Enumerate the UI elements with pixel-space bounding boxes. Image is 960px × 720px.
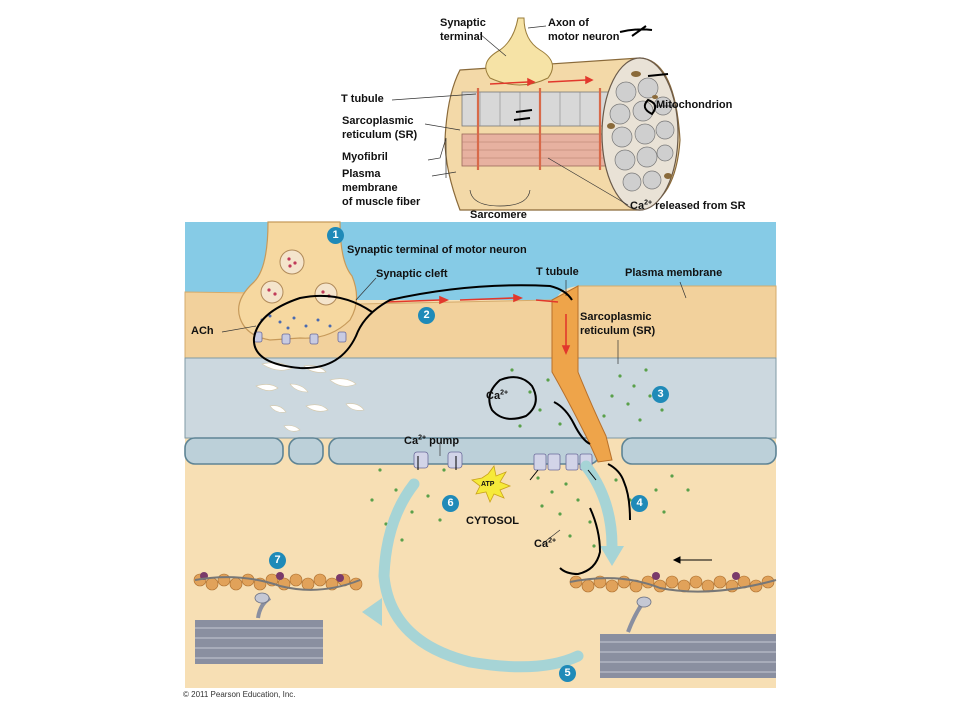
label-sarcomere: Sarcomere: [470, 209, 527, 221]
label-ca-pump: Ca2+ pump: [404, 434, 460, 447]
excitation-contraction-panel: [184, 221, 777, 688]
step-badge-2: 2: [418, 307, 435, 324]
label-mitochondrion: Mitochondrion: [656, 99, 733, 111]
label-ach: ACh: [191, 325, 214, 337]
copyright: © 2011 Pearson Education, Inc.: [183, 690, 296, 699]
step-badge-6: 6: [442, 495, 459, 512]
label-ca-in-sr: Ca2+: [486, 389, 509, 402]
label-ca-cytosol: Ca2+: [534, 537, 557, 550]
label-atp: ATP: [481, 481, 495, 488]
label-ca-released-from-sr: Ca2+ released from SR: [630, 199, 746, 212]
label-synaptic-terminal-of-motor-neuron: Synaptic terminal of motor neuron: [347, 244, 527, 256]
thin-filament-left: [193, 572, 363, 664]
label-synaptic-cleft: Synaptic cleft: [376, 268, 448, 280]
step-badge-1: 1: [327, 227, 344, 244]
muscle-fiber-cutaway: [391, 17, 681, 211]
step-badge-7: 7: [269, 552, 286, 569]
label-t-tubule-main: T tubule: [536, 266, 579, 278]
label-t-tubule-top: T tubule: [341, 93, 384, 105]
label-cytosol: CYTOSOL: [466, 515, 519, 527]
thin-filament-right: [569, 572, 777, 678]
label-myofibril: Myofibril: [342, 151, 388, 163]
step-badge-4: 4: [631, 495, 648, 512]
step-badge-3: 3: [652, 386, 669, 403]
label-plasma-membrane-main: Plasma membrane: [625, 267, 723, 279]
step-badge-5: 5: [559, 665, 576, 682]
